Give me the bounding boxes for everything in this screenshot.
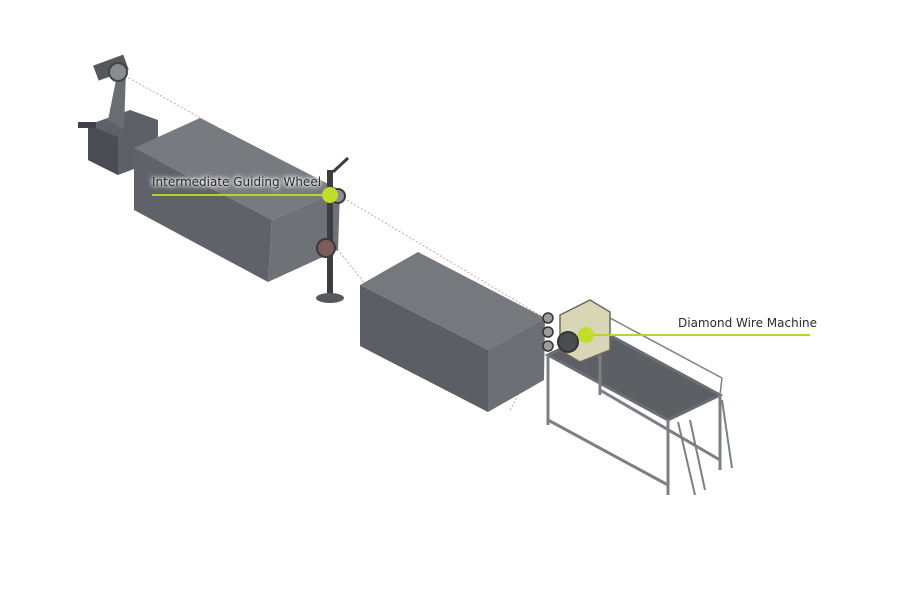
stone-block-1 xyxy=(134,118,340,282)
stone-block-2 xyxy=(360,252,545,412)
callout-label-diamond-wire-machine: Diamond Wire Machine xyxy=(678,316,818,330)
callout-marker-dot xyxy=(322,187,338,203)
callout-leader-line xyxy=(588,334,810,336)
callout-leader-line xyxy=(152,194,330,196)
callout-label-intermediate-guiding-wheel: Intermediate Guiding Wheel xyxy=(152,175,322,189)
diamond-wire-machine xyxy=(542,299,733,496)
callout-marker-dot xyxy=(578,327,594,343)
